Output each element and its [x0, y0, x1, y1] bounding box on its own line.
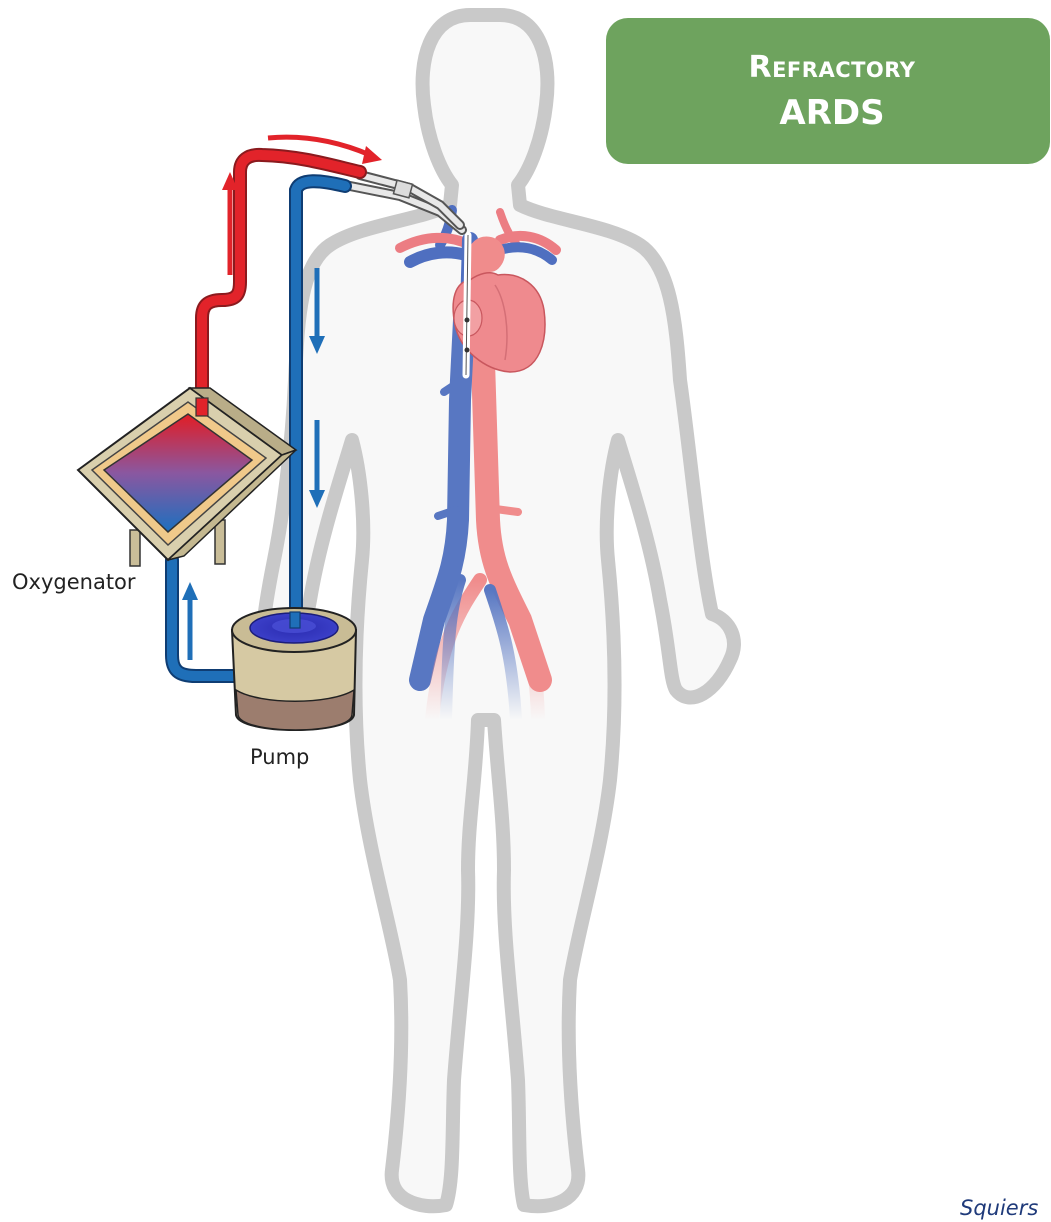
- title-line-2: ARDS: [779, 90, 884, 136]
- pump-to-oxygenator-tube: [172, 560, 240, 676]
- oxygenator-label: Oxygenator: [12, 570, 136, 594]
- title-box: Refractory ARDS: [606, 18, 1050, 164]
- citation-text: Squiers: [960, 1196, 1038, 1220]
- oxygenator-device: [78, 388, 296, 566]
- title-line-1: Refractory: [748, 46, 915, 90]
- pump-label: Pump: [250, 745, 309, 769]
- pump-device: [232, 608, 356, 730]
